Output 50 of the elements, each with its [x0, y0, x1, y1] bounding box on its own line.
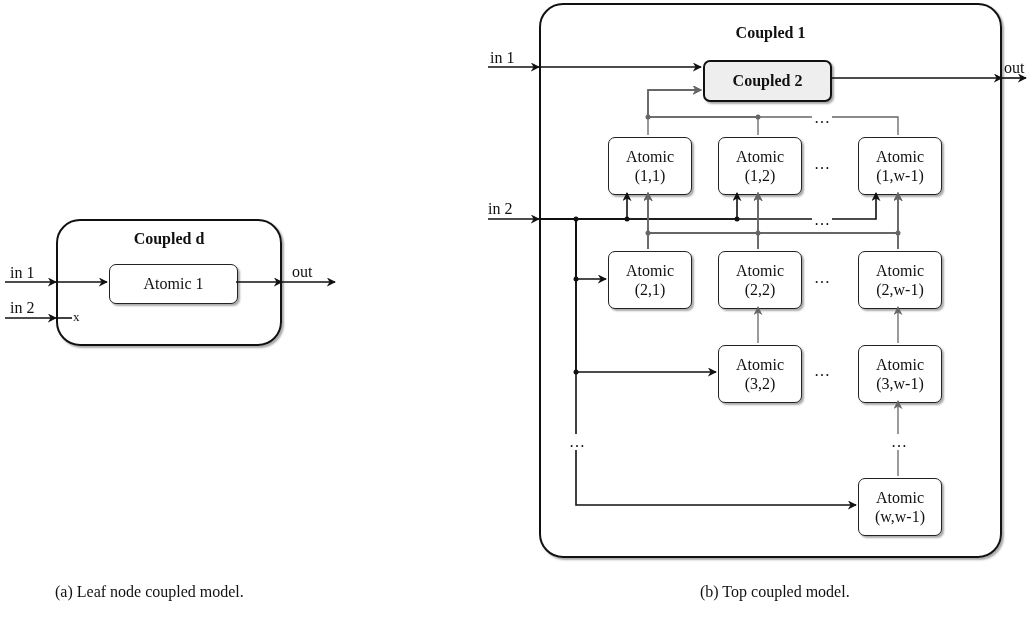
arrow: [4, 277, 57, 287]
atomic-model-box: [608, 251, 692, 309]
coupled-model-box: [539, 3, 1002, 558]
atomic-model-box: [109, 264, 238, 304]
model-label: Atomic (3,2): [735, 354, 785, 394]
arrow: [893, 400, 903, 477]
arrow: [1001, 73, 1027, 83]
atomic-model-box: [858, 137, 942, 195]
arrow: [647, 85, 899, 136]
model-label: Atomic (1,1): [625, 146, 675, 186]
atomic-model-box: [858, 251, 942, 309]
coupled-model-box: [703, 60, 832, 102]
atomic-model-box: [858, 345, 942, 403]
ellipsis: …: [889, 434, 909, 450]
model-label: Atomic 1: [143, 274, 204, 294]
arrow: [893, 306, 903, 344]
atomic-model-box: [718, 137, 802, 195]
arrow: [4, 313, 57, 323]
arrow: [487, 214, 540, 224]
atomic-model-box: [858, 478, 942, 536]
atomic-model-box: [608, 137, 692, 195]
arrow: [281, 277, 336, 287]
model-label: Atomic (3,w-1): [875, 354, 925, 394]
model-label: Atomic (2,2): [735, 260, 785, 300]
port-label: out: [292, 264, 313, 280]
model-label: Atomic (2,1): [625, 260, 675, 300]
port-label: in 2: [488, 201, 513, 217]
model-label: Atomic (1,2): [735, 146, 785, 186]
port-label: in 1: [490, 50, 515, 66]
arrow: [893, 192, 903, 250]
atomic-model-box: [718, 345, 802, 403]
model-label: Coupled 2: [732, 71, 803, 91]
ellipsis: …: [567, 434, 587, 450]
port-label: in 1: [10, 265, 35, 281]
port-label: in 2: [10, 300, 35, 316]
arrow: [55, 277, 108, 287]
port-label: out: [1004, 60, 1025, 76]
atomic-model-box: [718, 251, 802, 309]
model-label: Atomic (1,w-1): [875, 146, 925, 186]
model-title: Coupled d: [132, 229, 206, 249]
model-title: Coupled 1: [734, 23, 807, 43]
coupled-model-box: [56, 219, 282, 346]
model-label: Atomic (w,w-1): [873, 487, 927, 527]
caption: (b) Top coupled model.: [700, 584, 850, 600]
cross-mark: x: [73, 310, 80, 323]
model-label: Atomic (2,w-1): [875, 260, 925, 300]
arrow: [538, 62, 702, 72]
caption: (a) Leaf node coupled model.: [55, 584, 244, 600]
arrow: [487, 62, 540, 72]
arrow: [753, 306, 763, 344]
